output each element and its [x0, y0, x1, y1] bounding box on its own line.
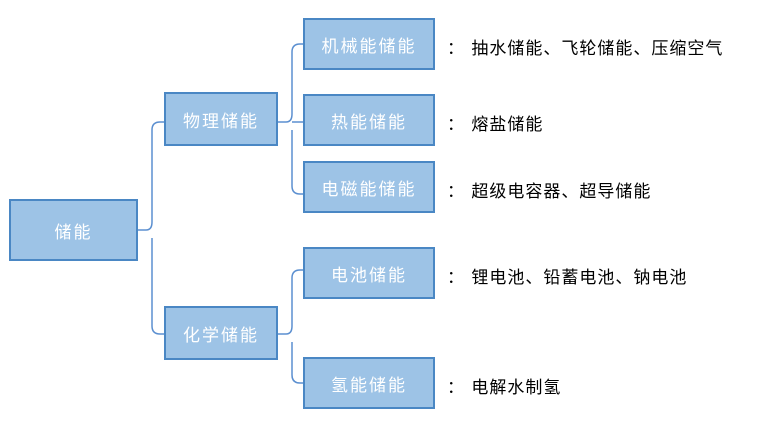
connector-root [138, 121, 164, 335]
leaf-node-mechanical: 机械能储能 [303, 18, 435, 70]
leaf-label: 电磁能储能 [321, 179, 417, 200]
leaf-node-battery: 电池储能 [303, 247, 435, 299]
leaf-label: 电池储能 [331, 265, 407, 286]
leaf-node-hydrogen: 氢能储能 [303, 357, 435, 409]
leaf-desc-hydrogen: ： 电解水制氢 [447, 378, 562, 398]
root-node: 储能 [9, 199, 138, 261]
branch-label: 物理储能 [183, 111, 259, 132]
leaf-desc-battery: ： 锂电池、铅蓄电池、钠电池 [447, 268, 688, 288]
leaf-desc-electromagnetic: ： 超级电容器、超导储能 [447, 182, 652, 202]
branch-node-chemical: 化学储能 [164, 306, 278, 360]
connector-chemical [278, 269, 303, 384]
leaf-label: 热能储能 [331, 112, 407, 133]
connector-physical [278, 43, 303, 195]
root-label: 储能 [54, 222, 93, 243]
leaf-desc-mechanical: ： 抽水储能、飞轮储能、压缩空气 [447, 39, 724, 59]
leaf-node-thermal: 热能储能 [303, 94, 435, 146]
leaf-node-electromagnetic: 电磁能储能 [303, 161, 435, 213]
branch-node-physical: 物理储能 [164, 92, 278, 146]
leaf-label: 氢能储能 [331, 375, 407, 396]
branch-label: 化学储能 [183, 325, 259, 346]
leaf-label: 机械能储能 [321, 36, 417, 57]
leaf-desc-thermal: ： 熔盐储能 [447, 115, 544, 135]
